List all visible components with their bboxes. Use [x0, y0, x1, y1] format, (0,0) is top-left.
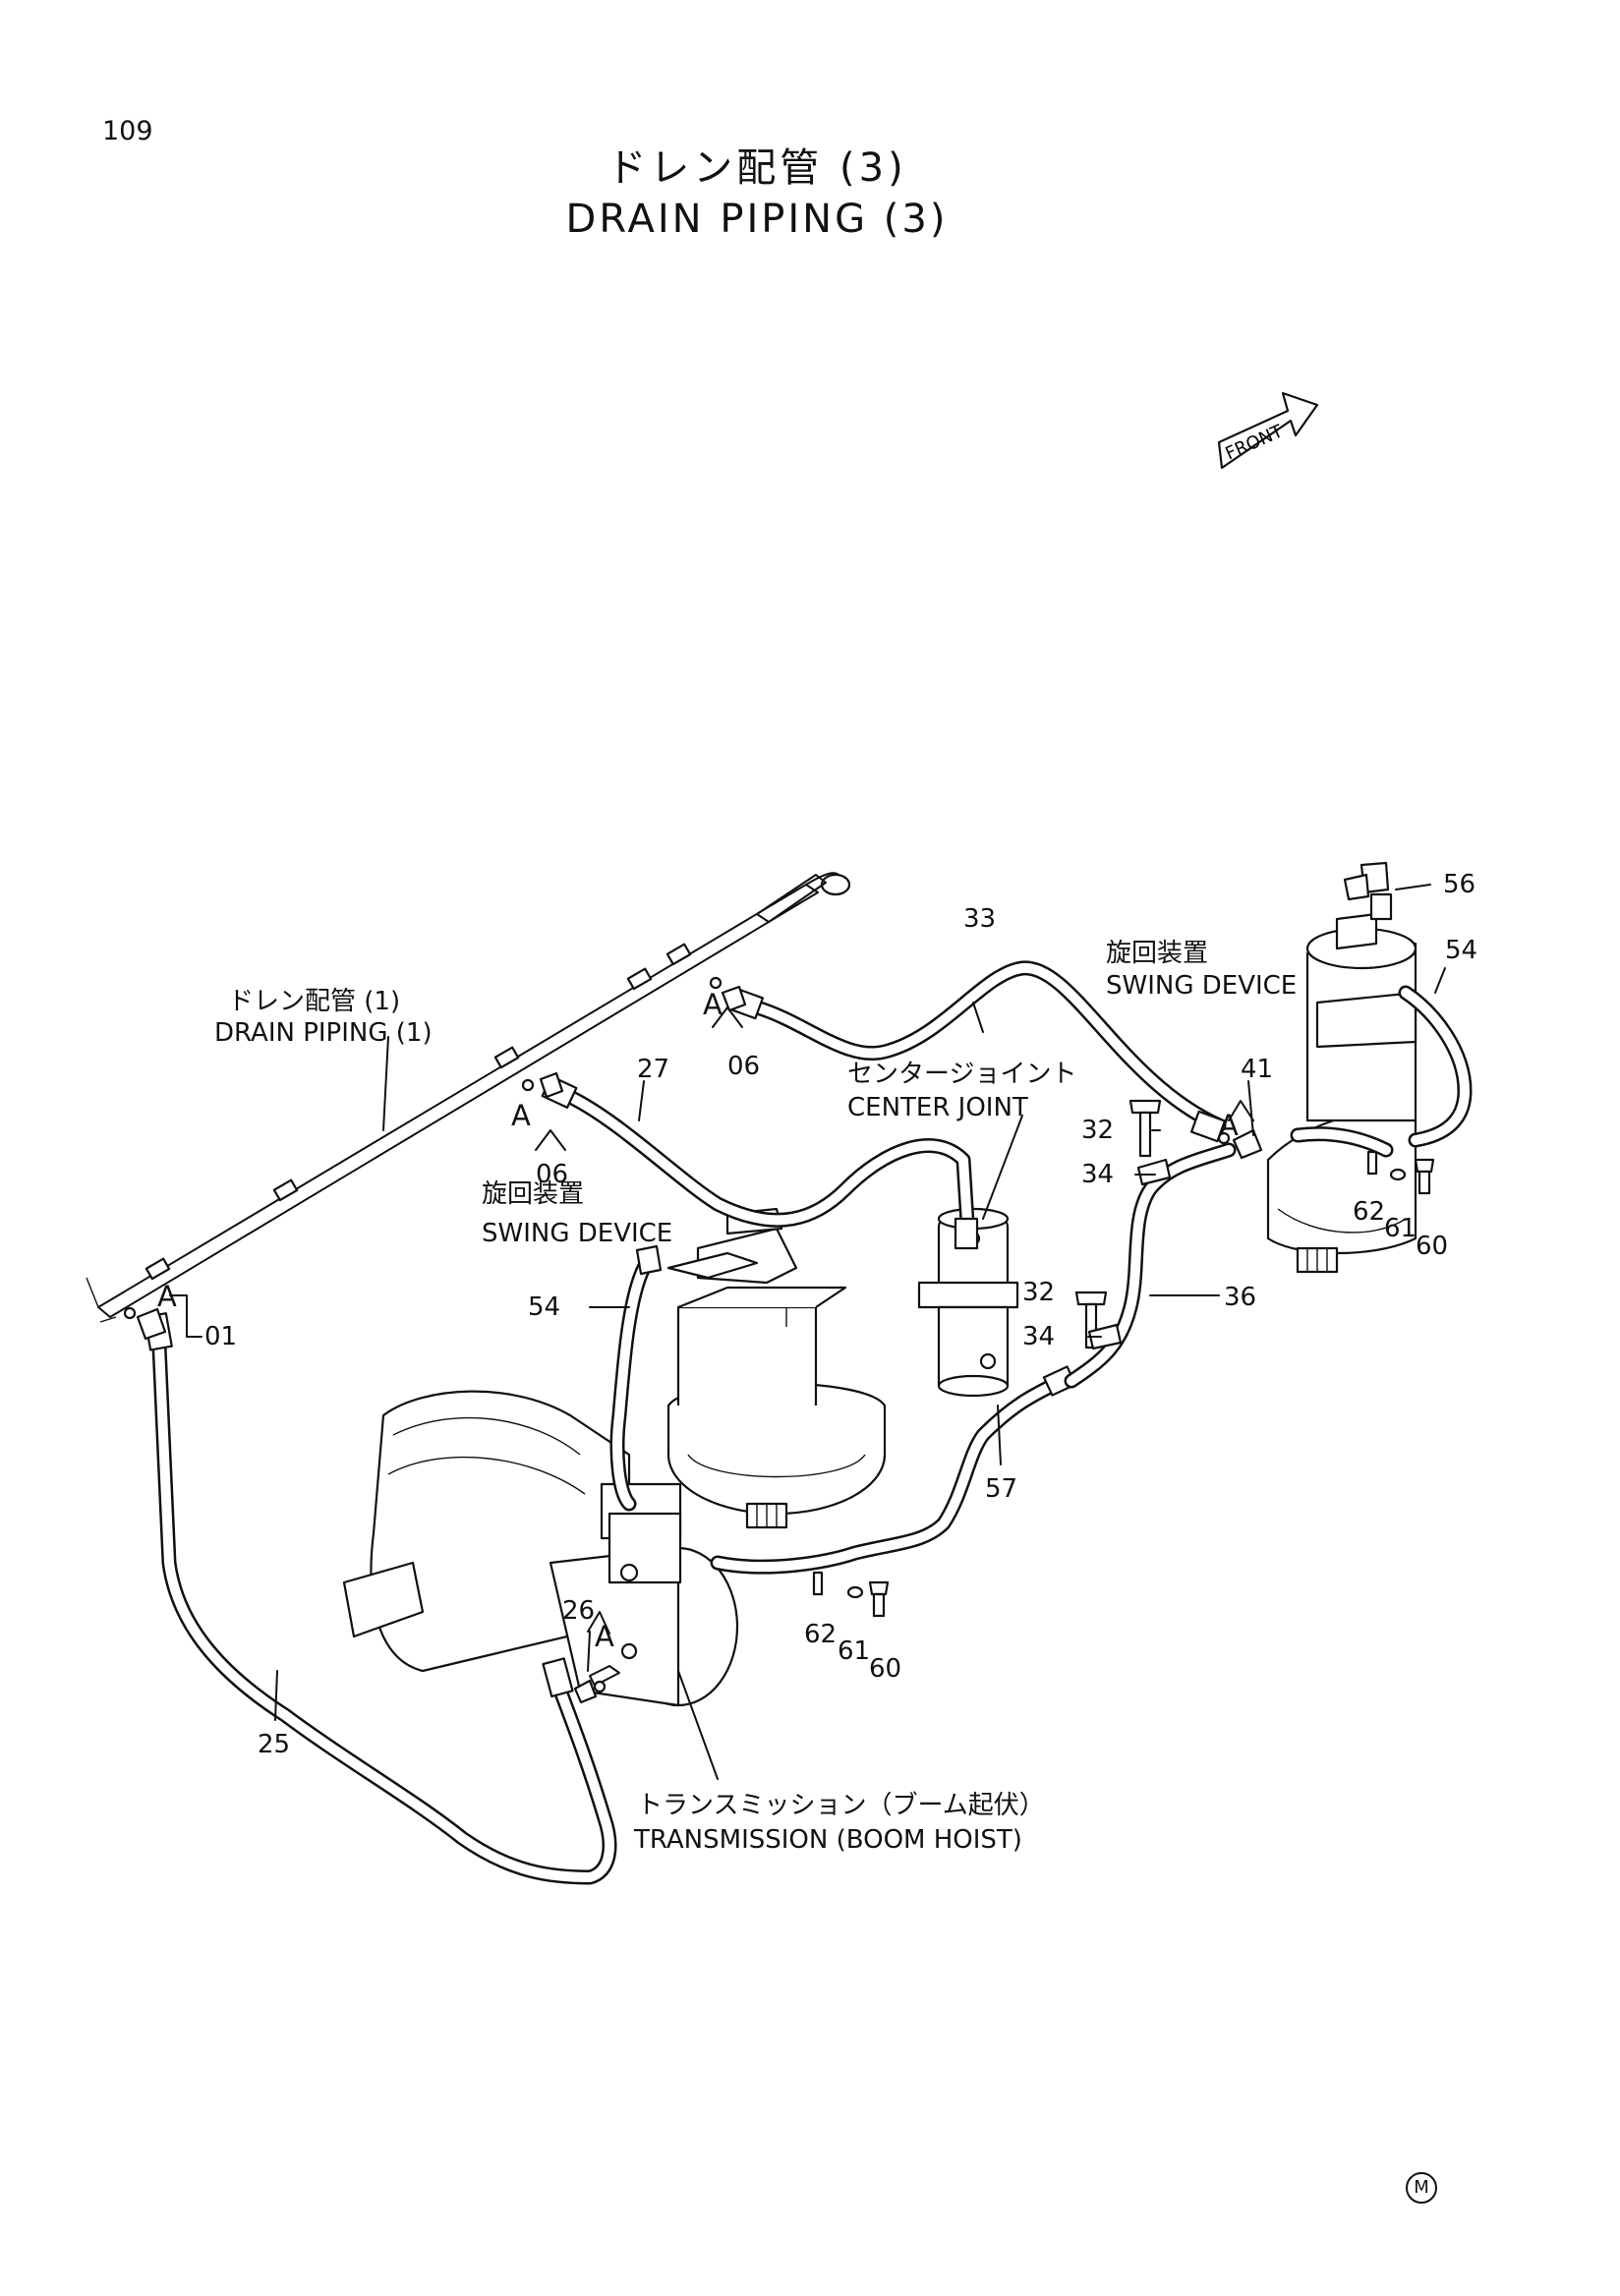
part-number-34-mid: 34: [1022, 1322, 1056, 1351]
part-number-56: 56: [1443, 870, 1476, 899]
swing-device-left-label-jp: 旋回装置: [482, 1179, 585, 1209]
page-number: 109: [102, 116, 153, 146]
part-number-61-left: 61: [838, 1636, 871, 1666]
swing-device-right-label: SWING DEVICE: [1106, 971, 1298, 1001]
corner-mark: M: [1406, 2172, 1437, 2204]
center-joint-label: CENTER JOINT: [847, 1093, 1028, 1122]
detail-letter-a: A: [511, 1099, 531, 1132]
part-number-60-left: 60: [869, 1654, 902, 1684]
part-number-57: 57: [985, 1474, 1018, 1504]
page-title: DRAIN PIPING (3): [565, 197, 949, 242]
drain-piping-1-label: DRAIN PIPING (1): [214, 1018, 433, 1048]
part-number-01: 01: [204, 1322, 238, 1351]
part-number-34-top: 34: [1081, 1160, 1115, 1189]
front-arrow-icon: FRONT: [1217, 391, 1319, 470]
part-number-54-left: 54: [528, 1292, 561, 1322]
pipe-57: [710, 1365, 1077, 1575]
transmission-label-jp: トランスミッション（ブーム起伏）: [637, 1791, 1045, 1820]
part-number-54-right: 54: [1445, 936, 1478, 965]
part-number-26: 26: [562, 1596, 596, 1626]
detail-letter-a: A: [595, 1620, 614, 1653]
drain-piping-header: [86, 872, 851, 1323]
part-number-41: 41: [1241, 1055, 1274, 1084]
hose-25: [144, 1312, 617, 1885]
hose-54-right: [1290, 861, 1473, 1158]
part-number-27: 27: [637, 1055, 670, 1084]
part-number-61-right: 61: [1384, 1214, 1418, 1243]
hose-54-left: [609, 1244, 663, 1512]
part-number-32-top: 32: [1081, 1116, 1115, 1145]
part-number-06-top: 06: [727, 1052, 761, 1081]
detail-letter-a: A: [703, 988, 723, 1021]
swing-device-right-label-jp: 旋回装置: [1106, 939, 1209, 968]
part-number-06-mid: 06: [536, 1160, 569, 1189]
detail-letter-a: A: [157, 1280, 177, 1313]
transmission-boom-hoist: [342, 1390, 739, 1707]
part-number-60-right: 60: [1416, 1232, 1449, 1261]
transmission-label: TRANSMISSION (BOOM HOIST): [634, 1825, 1022, 1855]
detail-letter-a: A: [1219, 1109, 1239, 1142]
center-joint-label-jp: センタージョイント: [847, 1060, 1077, 1089]
part-number-62-right: 62: [1353, 1197, 1386, 1227]
part-number-32-mid: 32: [1022, 1278, 1056, 1307]
swing-device-left-label: SWING DEVICE: [482, 1219, 673, 1248]
leader-lines: [169, 884, 1446, 1780]
page-title-japanese: ドレン配管 (3): [607, 145, 907, 191]
fittings: [123, 976, 1435, 1704]
part-number-25: 25: [258, 1730, 291, 1759]
pipe-36: [1064, 1142, 1237, 1389]
part-number-36: 36: [1224, 1283, 1257, 1312]
part-number-33: 33: [963, 904, 997, 934]
part-number-62-left: 62: [804, 1620, 838, 1649]
drain-piping-1-label-jp: ドレン配管 (1): [228, 987, 401, 1016]
swing-device-left: [666, 1207, 887, 1529]
